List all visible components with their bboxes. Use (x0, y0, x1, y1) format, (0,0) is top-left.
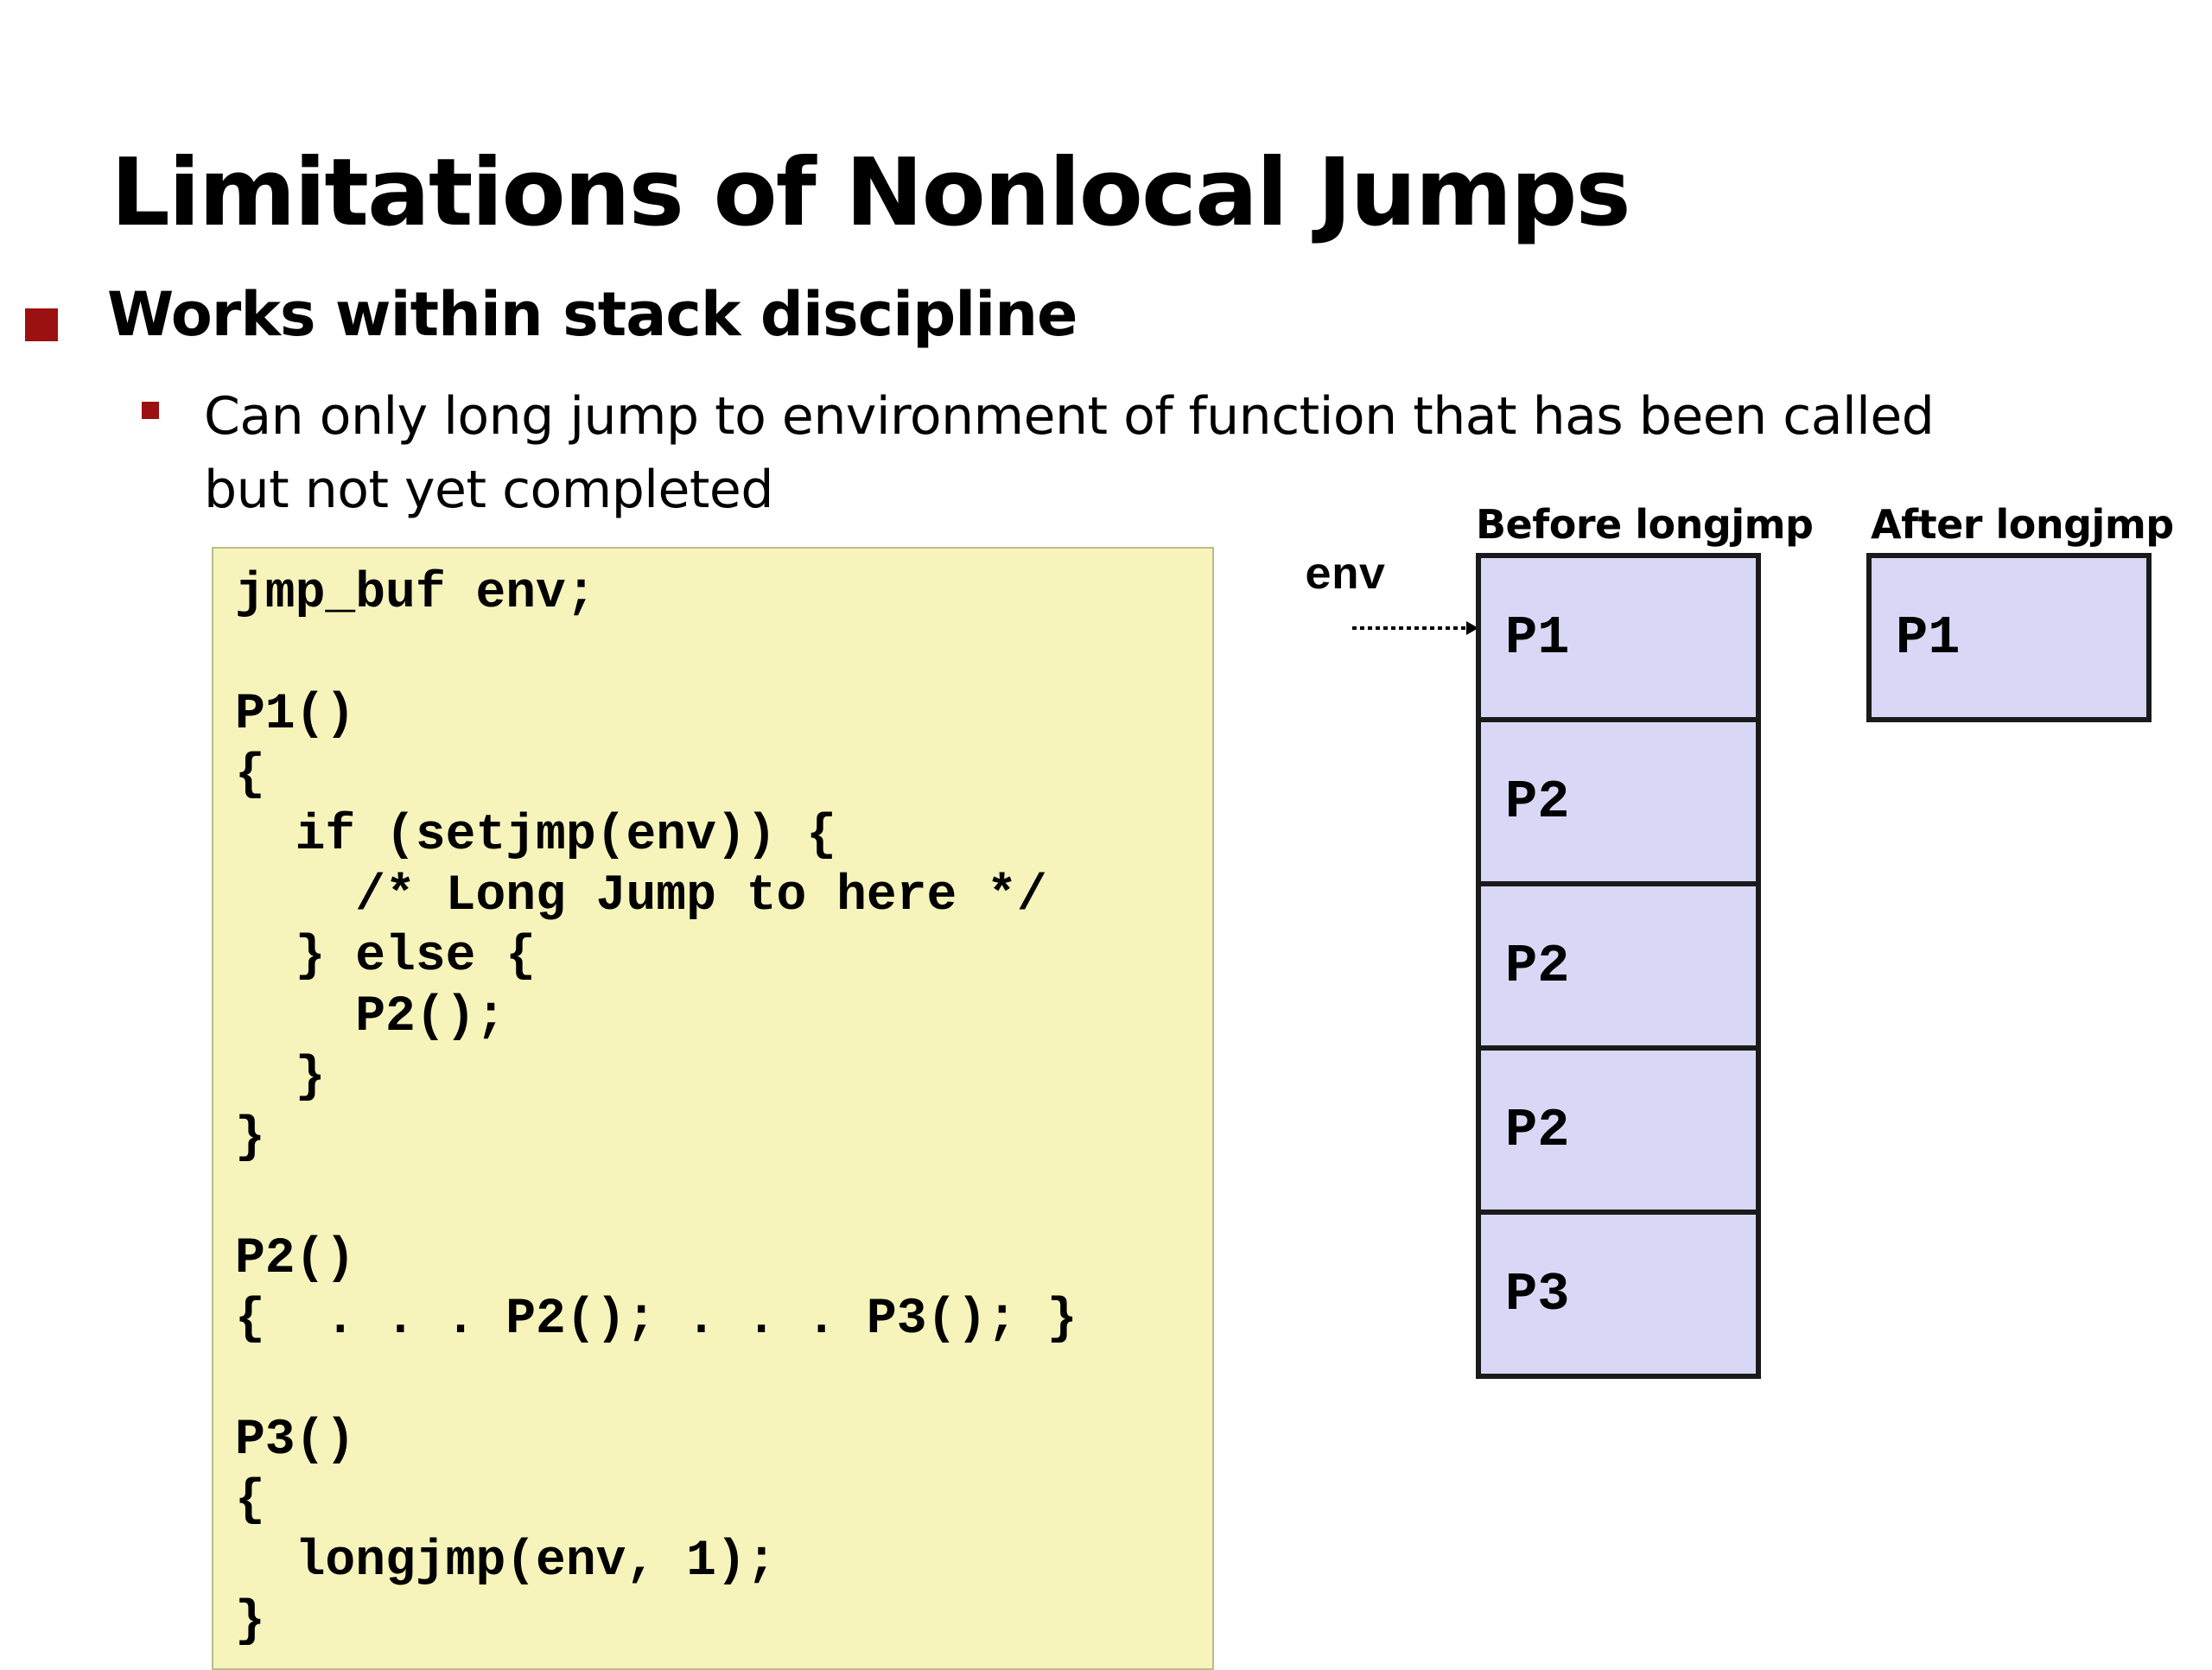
env-label: env (1305, 551, 1386, 602)
before-frame-1: P1 (1476, 553, 1761, 722)
env-pointer-arrow-icon (1352, 621, 1478, 635)
after-longjmp-label: After longjmp (1871, 501, 2174, 548)
slide-title: Limitations of Nonlocal Jumps (111, 139, 1631, 247)
before-frame-3: P2 (1476, 881, 1761, 1051)
code-block: jmp_buf env; P1() { if (setjmp(env)) { /… (212, 547, 1214, 1670)
after-stack: P1 (1866, 553, 2152, 722)
bullet-level2: Can only long jump to environment of fun… (204, 386, 1935, 520)
before-frame-4: P2 (1476, 1045, 1761, 1215)
before-longjmp-label: Before longjmp (1476, 501, 1814, 548)
bullet-level1: Works within stack discipline (107, 279, 1078, 350)
bullet-square-icon (25, 308, 58, 341)
before-frame-5: P3 (1476, 1210, 1761, 1379)
after-frame-1: P1 (1866, 553, 2152, 722)
before-frame-2: P2 (1476, 717, 1761, 886)
code-text: jmp_buf env; P1() { if (setjmp(env)) { /… (235, 566, 1077, 1650)
bullet-square-icon (142, 402, 159, 419)
